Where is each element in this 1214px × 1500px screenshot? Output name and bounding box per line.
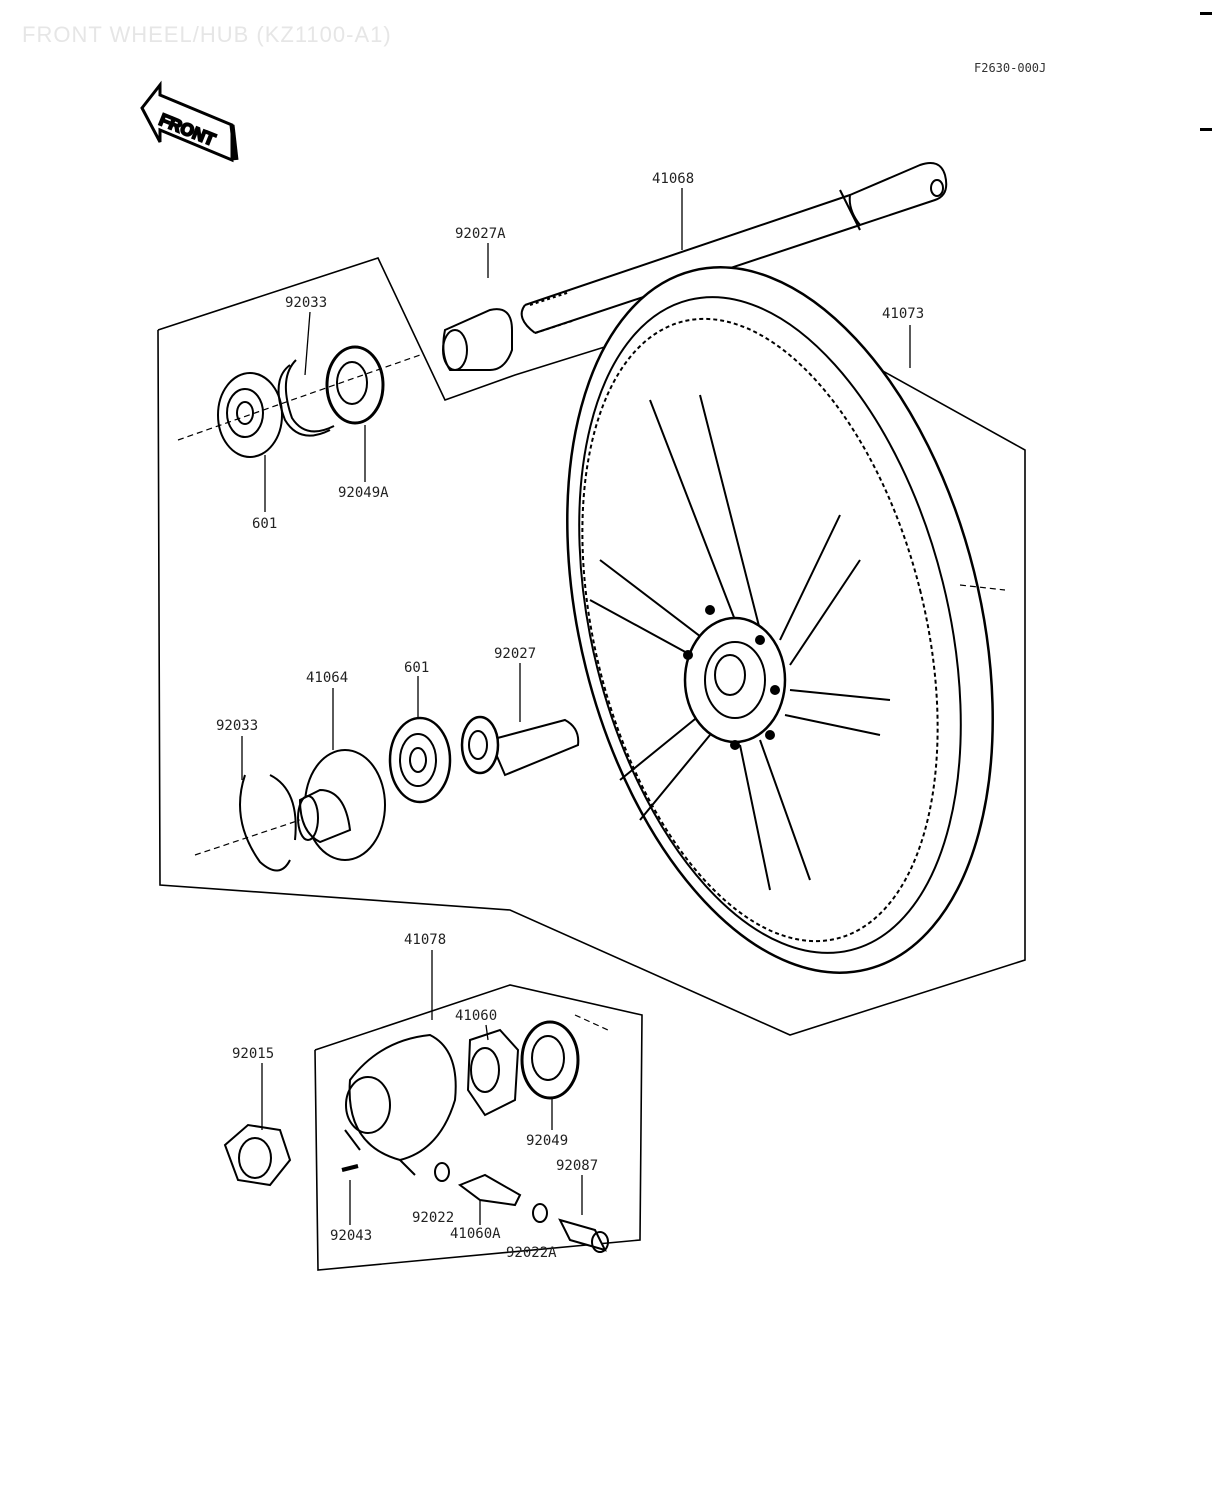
label-41060: 41060	[455, 1008, 497, 1024]
axis-line	[574, 1014, 609, 1031]
axis-line	[194, 819, 301, 856]
front-direction-badge: FRONT	[140, 80, 239, 163]
washer-92022	[434, 1162, 450, 1182]
label-92087: 92087	[556, 1158, 598, 1174]
part-labels: 41068 92027A 92033 41073 601 92049A 4106…	[216, 171, 924, 1261]
label-92033-mid: 92033	[216, 718, 258, 734]
label-92033-top: 92033	[285, 295, 327, 311]
assembly-outline	[157, 257, 1026, 1036]
label-92049A: 92049A	[338, 485, 389, 501]
bearing-601-mid	[388, 716, 452, 804]
label-92049: 92049	[526, 1133, 568, 1149]
bushing-92087	[558, 1218, 609, 1253]
axis-line	[959, 584, 1006, 591]
pin-92043	[341, 1164, 359, 1172]
wheel-41073	[566, 266, 994, 974]
oil-seal-92049	[520, 1020, 580, 1100]
axle-41068	[520, 162, 948, 334]
label-92043: 92043	[330, 1228, 372, 1244]
diagram-title: FRONT WHEEL/HUB (KZ1100-A1)	[22, 22, 392, 47]
sprocket-carrier-41064	[297, 749, 386, 861]
margin-mark	[1200, 12, 1212, 15]
label-601-top: 601	[252, 516, 277, 532]
label-92022: 92022	[412, 1210, 454, 1226]
circlip-92033-mid	[239, 774, 297, 872]
label-92027: 92027	[494, 646, 536, 662]
leader-lines	[241, 188, 911, 1225]
label-41073: 41073	[882, 306, 924, 322]
circlip-92033-top	[277, 359, 335, 437]
margin-mark	[1200, 128, 1212, 131]
axle-nut-92015	[223, 1123, 292, 1187]
speedo-housing	[344, 1033, 457, 1176]
pinion-41060A	[457, 1173, 522, 1207]
label-92015: 92015	[232, 1046, 274, 1062]
label-601-mid: 601	[404, 660, 429, 676]
drive-gear-41060	[466, 1028, 520, 1117]
spacer-92027	[460, 715, 580, 777]
label-41068: 41068	[652, 171, 694, 187]
label-92027A-top: 92027A	[455, 226, 506, 242]
oil-seal-92049A	[325, 345, 385, 425]
label-41078: 41078	[404, 932, 446, 948]
drawing-code: F2630-000J	[974, 61, 1047, 75]
spacer-92027A	[442, 308, 513, 371]
label-41060A: 41060A	[450, 1226, 501, 1242]
speedo-group-outline	[314, 984, 643, 1271]
bearing-601-top	[217, 372, 283, 458]
label-41064: 41064	[306, 670, 348, 686]
washer-92022A	[532, 1203, 548, 1223]
axis-line	[177, 354, 421, 441]
label-92022A: 92022A	[506, 1245, 557, 1261]
